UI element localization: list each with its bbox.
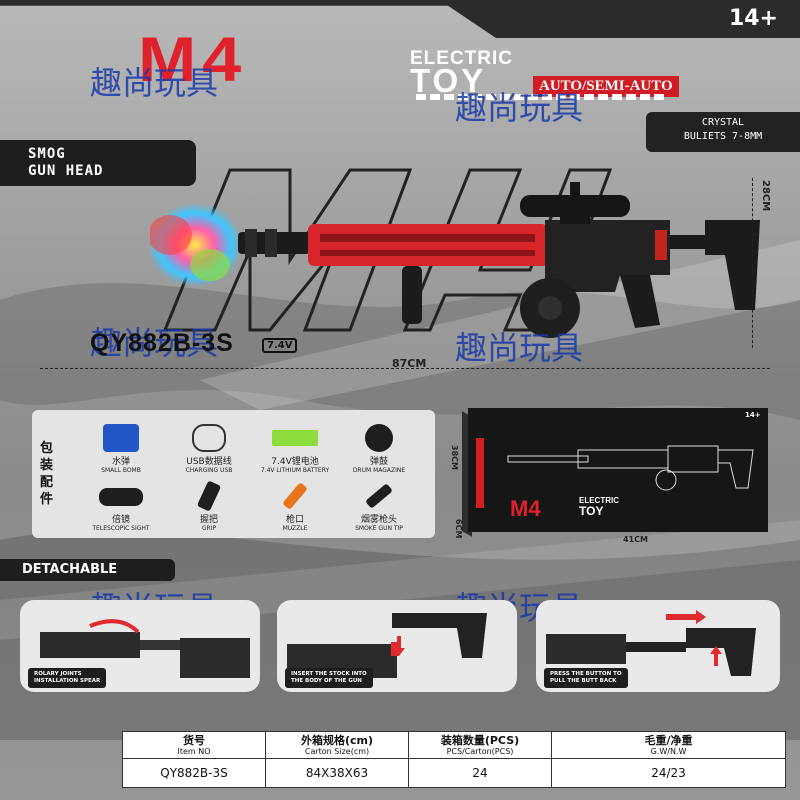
- grip-icon: [196, 480, 222, 512]
- pistol-grip-shape: [620, 275, 660, 328]
- table-row: QY882B-3S 84X38X63 24 24/23: [122, 758, 786, 788]
- handguard-shape: [308, 224, 548, 266]
- brand-logo: M4: [138, 24, 248, 95]
- box-age: 14+: [745, 411, 761, 419]
- box-red-stripe: [476, 438, 484, 508]
- water-beads-icon: [103, 424, 139, 452]
- watermark: 趣尚玩具: [90, 64, 219, 102]
- cell-pcs-carton: 24: [408, 758, 552, 788]
- height-label: 28CM: [760, 180, 771, 212]
- crystal-line1: CRYSTAL: [701, 117, 745, 128]
- detach-step-1: ROLARY JOINTS INSTALLATION SPEAR: [20, 600, 260, 692]
- smog-line2: GUN HEAD: [28, 163, 104, 179]
- model-number: QY882B-3S: [90, 329, 234, 357]
- spec-table: 货号 Item NO 外箱规格(cm) Carton Size(cm) 装箱数量…: [122, 731, 786, 788]
- detach-step-3: PRESS THE BUTTON TO PULL THE BUTT BACK: [536, 600, 780, 692]
- watermark: 趣尚玩具: [455, 329, 584, 367]
- toy-label: TOY: [410, 62, 487, 99]
- box-height-label: 38CM: [450, 445, 459, 470]
- header-weight: 毛重/净重 G.W/N.W: [551, 731, 786, 759]
- box-depth-label: 6CM: [454, 519, 463, 539]
- usb-cable-icon: [192, 424, 226, 452]
- length-label: 87CM: [392, 357, 427, 370]
- age-rating: 14+: [728, 6, 778, 31]
- table-row: 货号 Item NO 外箱规格(cm) Carton Size(cm) 装箱数量…: [122, 731, 786, 759]
- drum-magazine-icon: [365, 424, 393, 452]
- receiver-shape: [545, 220, 670, 292]
- cell-weight: 24/23: [551, 758, 786, 788]
- step2-caption: INSERT THE STOCK INTO THE BODY OF THE GU…: [285, 668, 373, 688]
- step3-illustration: [546, 610, 756, 676]
- cell-item-no: QY882B-3S: [122, 758, 266, 788]
- gun-illustration: [150, 182, 760, 338]
- scope-icon: [99, 488, 143, 506]
- smoke-tip-icon: [365, 483, 393, 509]
- box-electric: ELECTRIC: [579, 496, 619, 505]
- box-width-label: 41CM: [623, 535, 648, 544]
- stripe-decoration: [416, 94, 666, 100]
- crystal-bullets-badge: CRYSTAL BULIETS 7-8MM: [646, 112, 800, 152]
- step3-caption: PRESS THE BUTTON TO PULL THE BUTT BACK: [544, 668, 628, 688]
- accessory-small-bomb: 水弹 SMALL BOMB: [76, 424, 166, 474]
- box-gun-illustration: [507, 445, 754, 491]
- watermark: 趣尚玩具: [455, 89, 584, 127]
- accessory-smoke-gun-tip: 烟雾枪头 SMOKE GUN TIP: [334, 482, 424, 532]
- crystal-line2: BULIETS 7-8MM: [683, 131, 763, 142]
- accessories-title: 包装配件: [40, 441, 54, 507]
- box-brand: M4: [510, 496, 541, 521]
- step1-caption: ROLARY JOINTS INSTALLATION SPEAR: [28, 668, 107, 688]
- accessory-battery: 7.4V锂电池 7.4V LITHIUM BATTERY: [250, 424, 340, 474]
- smog-line1: SMOG: [28, 146, 66, 162]
- fire-mode-badge: AUTO/SEMI-AUTO: [533, 76, 679, 97]
- header-pcs-carton: 装箱数量(PCS) PCS/Carton(PCS): [408, 731, 552, 759]
- header-carton-size: 外箱规格(cm) Carton Size(cm): [265, 731, 409, 759]
- cell-carton-size: 84X38X63: [265, 758, 409, 788]
- stock-shape: [705, 220, 760, 310]
- accessory-drum-magazine: 弹鼓 DRUM MAGAZINE: [334, 424, 424, 474]
- arrow-up-icon: [710, 646, 722, 666]
- muzzle-icon: [282, 482, 308, 510]
- smog-gun-head-badge: SMOG GUN HEAD: [0, 140, 196, 186]
- scope-shape: [520, 195, 630, 217]
- detach-step-2: INSERT THE STOCK INTO THE BODY OF THE GU…: [277, 600, 517, 692]
- watermark: 趣尚玩具: [90, 324, 219, 362]
- step1-illustration: [40, 619, 250, 678]
- battery-badge: 7.4V: [262, 338, 298, 353]
- battery-icon: [272, 430, 318, 446]
- length-line: [40, 368, 770, 370]
- height-line: [752, 178, 754, 348]
- accessory-muzzle: 枪口 MUZZLE: [250, 482, 340, 532]
- accessory-telescopic-sight: 倍镜 TELESCOPIC SIGHT: [76, 482, 166, 532]
- accessory-grip: 握把 GRIP: [164, 480, 254, 532]
- detachable-title: DETACHABLE: [0, 559, 175, 581]
- arrow-down-icon: [393, 636, 405, 656]
- packaging-box: [468, 408, 768, 532]
- accessory-charging-usb: USB数据线 CHARGING USB: [164, 424, 254, 474]
- electric-label: ELECTRIC: [410, 48, 513, 69]
- vertical-grip-shape: [402, 266, 422, 324]
- arrow-right-icon: [666, 610, 706, 624]
- header-item-no: 货号 Item NO: [122, 731, 266, 759]
- box-toy: TOY: [579, 504, 604, 518]
